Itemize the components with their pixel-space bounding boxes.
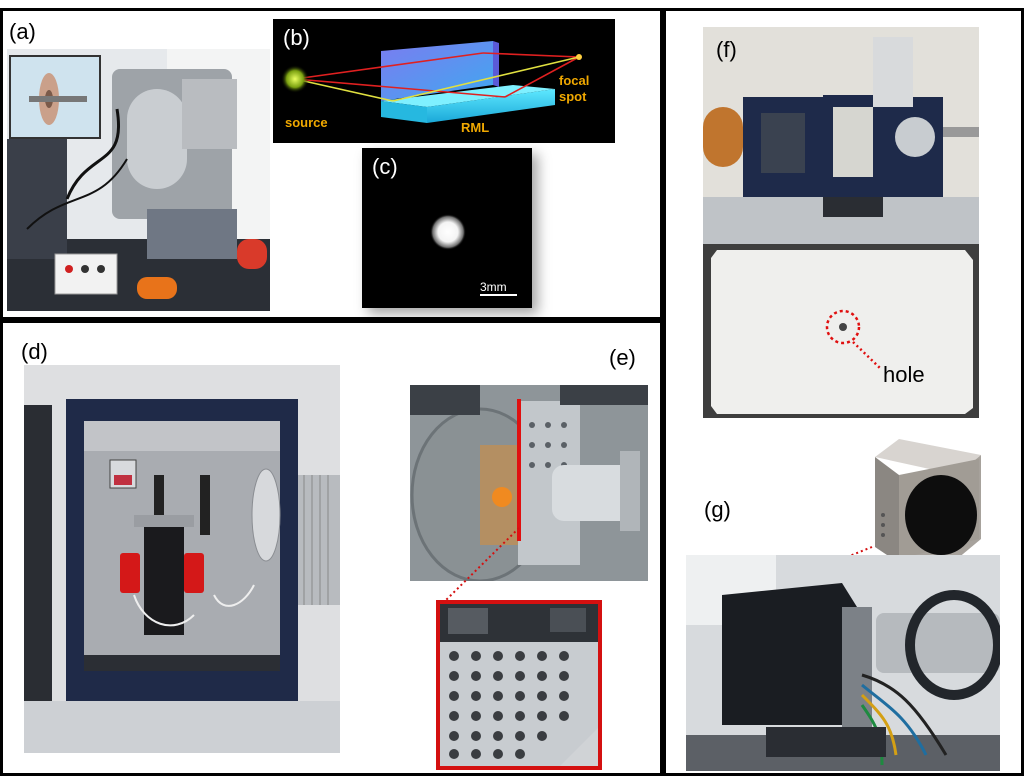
bottom-left-frame: (d) (e): [0, 320, 663, 776]
panel-e-label: (e): [609, 345, 636, 370]
hole-highlight-circle: [825, 309, 861, 345]
focal-spot-label: focal spot: [559, 73, 589, 105]
panel-g-photo: [686, 555, 1000, 771]
panel-c-spot-image: (c) 3mm: [362, 148, 532, 308]
panel-g-label: (g): [704, 497, 731, 522]
scalebar-label: 3mm: [480, 280, 507, 294]
panel-c-label: (c): [372, 154, 398, 179]
source-label: source: [285, 115, 328, 130]
focal-spot: [430, 214, 466, 250]
panel-b-label: (b): [283, 25, 310, 50]
panel-b-diagram: (b) source RML focal spot: [273, 19, 615, 143]
top-left-frame: (a): [0, 8, 663, 320]
panel-d-photo: [24, 365, 340, 753]
panel-e-photo: [410, 385, 648, 581]
hole-label: hole: [883, 362, 925, 387]
rml-label: RML: [461, 120, 490, 135]
panel-f-label: (f): [716, 37, 737, 62]
plate-hole: [839, 323, 847, 331]
panel-a-inset: [9, 55, 101, 139]
panel-e-zoom-inset: [436, 600, 602, 770]
panel-a-photo: [7, 49, 270, 311]
panel-f-photo: [703, 27, 979, 244]
panel-d-label: (d): [21, 339, 48, 364]
panel-g-render: [871, 435, 983, 563]
panel-f-plate-photo: hole: [703, 244, 979, 418]
panel-a-label: (a): [9, 19, 36, 44]
right-frame: (f) hole (g): [663, 8, 1024, 776]
focal-word: focal: [559, 73, 590, 88]
panel-e-connector: [442, 527, 520, 604]
spot-word: spot: [559, 89, 587, 104]
